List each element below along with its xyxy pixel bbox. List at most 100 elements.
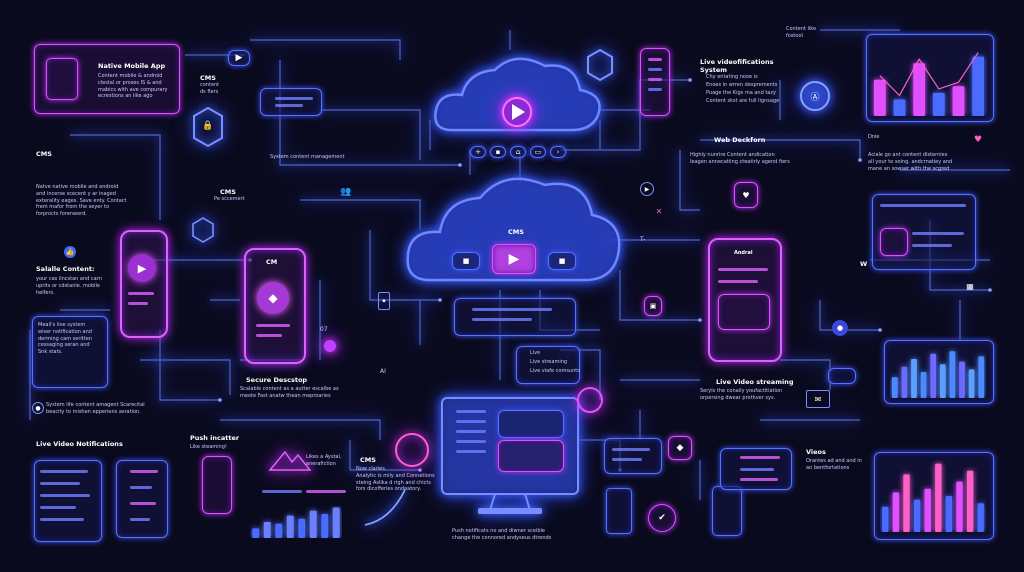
chart-bar — [252, 528, 260, 538]
progress-line — [306, 490, 346, 493]
message-line — [275, 104, 303, 107]
chart-bar — [286, 515, 294, 538]
bottom-right-chart — [882, 463, 984, 532]
bell-icon[interactable]: ◆ — [668, 436, 692, 460]
live-notif-item: Enoes in wrren desprements — [706, 82, 778, 88]
views-line — [740, 478, 778, 481]
chart-bar — [263, 522, 271, 538]
browser-line — [880, 204, 966, 207]
checklist-icon: ✔ — [648, 504, 676, 532]
chart-bar — [901, 366, 908, 398]
chat-card[interactable] — [454, 298, 576, 336]
views-line — [740, 468, 774, 471]
camera-icon[interactable]: ■ — [452, 252, 480, 270]
play-button[interactable]: ▶ — [492, 244, 536, 274]
lock-icon: 🔒 — [202, 121, 214, 131]
view-button[interactable]: ▭ — [530, 146, 546, 158]
ai-label: AI — [380, 368, 386, 375]
system-content-body: System life content amagent Scarecital b… — [46, 402, 145, 415]
home-button[interactable]: ⌂ — [510, 146, 526, 158]
w-label: W — [860, 260, 868, 268]
chart-bar — [298, 518, 306, 538]
chart-bar — [966, 470, 974, 532]
phone-line — [128, 302, 148, 305]
chart-bar — [924, 488, 931, 532]
mail-icon[interactable]: ✉ — [806, 390, 830, 408]
desktop-panel — [498, 410, 564, 438]
chart-bar — [978, 356, 985, 398]
phone-line — [128, 292, 154, 295]
cms-small-body: Pe sccemert — [214, 196, 245, 202]
android-line — [718, 280, 758, 283]
add-button[interactable]: + — [470, 146, 486, 158]
like-icon[interactable]: 👍 — [64, 246, 76, 258]
top-right-chart — [873, 52, 985, 116]
push-card — [202, 456, 232, 514]
notification-list-card — [34, 460, 102, 542]
live-list-item: Live streaming — [530, 359, 568, 365]
live-list-item: Live viafe comsunts — [530, 368, 580, 374]
web-desk-title: Web Deckforn — [714, 136, 766, 144]
phone-line — [256, 324, 290, 327]
cms-mid-body: Now claries Analytic is mily and Conneti… — [356, 466, 435, 493]
check-line — [648, 68, 662, 71]
list-line — [40, 470, 88, 473]
live-list-item: Live — [530, 350, 541, 356]
salable-body: your cas lincstan and carn uprits or cds… — [36, 276, 102, 296]
cms-left-body: Natve native mobile and android and ince… — [36, 184, 127, 217]
checklist-icon[interactable]: ♥ — [734, 182, 758, 208]
chart-bar — [913, 63, 926, 116]
chart-bar — [309, 510, 317, 538]
close-icon[interactable]: ✕ — [655, 206, 663, 216]
chat-line — [472, 308, 552, 311]
check-line — [648, 78, 662, 81]
native-app-title: Native Mobile App — [98, 62, 166, 70]
phone-left — [120, 230, 168, 338]
chart-bar — [275, 523, 283, 538]
camera-icon[interactable]: ■ — [548, 252, 576, 270]
chart-bar — [903, 474, 910, 532]
check-line — [648, 58, 662, 61]
desktop-line — [456, 450, 486, 453]
cms-small-title: CMS — [220, 188, 236, 196]
android-panel — [718, 294, 770, 330]
meals-body: Meail's live system wiser notification a… — [38, 322, 92, 355]
message-card[interactable] — [260, 88, 322, 116]
settings-button[interactable]: ▪ — [490, 146, 506, 158]
play-icon[interactable]: ▶ — [228, 50, 250, 66]
chart-trend-line — [879, 52, 979, 97]
chart-bar — [977, 503, 984, 532]
dna-label: Dnie — [868, 134, 880, 140]
chart-bar — [945, 496, 953, 532]
phone-small — [606, 488, 632, 534]
chart-bar — [873, 79, 886, 116]
more-button[interactable]: › — [550, 146, 566, 158]
notif-line — [612, 448, 650, 451]
views-line — [740, 456, 780, 459]
number-07: 07 — [320, 326, 328, 333]
play-small-icon[interactable]: ▶ — [640, 182, 654, 196]
app-icon: ◆ — [257, 282, 289, 314]
settings-icon: ▦ — [966, 281, 974, 291]
list-line — [40, 506, 76, 509]
content-like-label: Content like fostool — [786, 26, 817, 39]
native-app-body: Content mobile & android clestal or pros… — [98, 73, 168, 100]
user-group-icon: 👥 — [340, 187, 352, 197]
chart-bar — [935, 463, 942, 532]
message-line — [275, 97, 313, 100]
browser-line — [912, 232, 964, 235]
chart-bar — [332, 507, 340, 538]
push-bottom-body: Push notificats no and diwner sceible ch… — [452, 528, 552, 541]
aciale-body: Aciale go ant content dlsternies all you… — [868, 152, 953, 172]
chart-bar — [959, 361, 965, 398]
cms-mid-title: CMS — [360, 456, 376, 464]
phone-cm-label: CM — [266, 258, 278, 266]
web-desk-body: Highly nunrire Content andication leagen… — [690, 152, 790, 165]
live-notif-item: Puage the Kigs ma and tazy — [706, 90, 776, 96]
play-icon: ▶ — [128, 254, 156, 282]
chat-line — [472, 318, 532, 321]
live-list-card — [516, 346, 580, 384]
chart-bar — [882, 506, 889, 532]
profile-line — [130, 486, 152, 489]
